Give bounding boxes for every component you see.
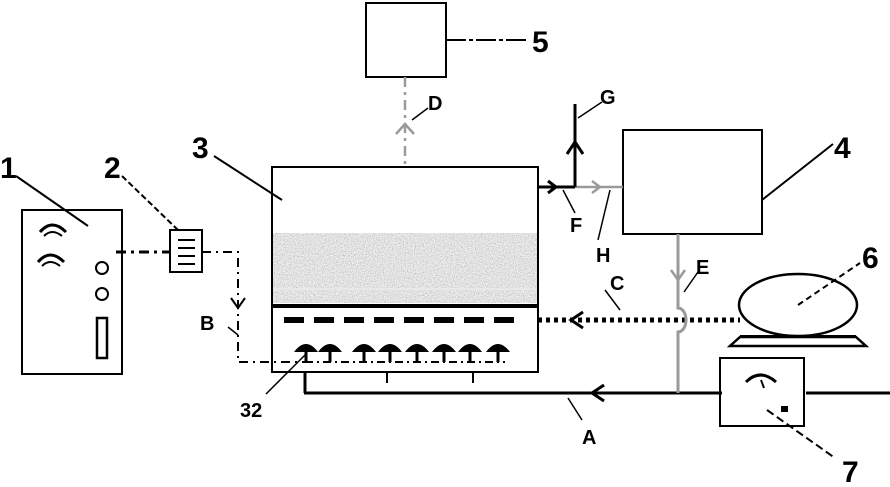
diffuser-icon [432, 344, 456, 362]
arrow-down-icon [230, 297, 246, 310]
diffuser-icon [378, 344, 402, 362]
knob-icon [95, 261, 109, 275]
leader-7 [766, 409, 836, 459]
gauge-icon [744, 373, 777, 384]
pipe-A [303, 372, 890, 403]
label-3: 3 [192, 132, 209, 165]
label-B: B [200, 313, 214, 335]
arrow-up-icon [565, 139, 585, 155]
diffuser-icon [294, 344, 318, 362]
blower-6 [726, 272, 870, 348]
device-1-controller [21, 209, 123, 375]
leader-A [567, 397, 583, 421]
arrow-left-icon [568, 310, 584, 330]
label-H: H [596, 245, 610, 267]
device-5 [365, 2, 447, 78]
leader-C [604, 289, 621, 311]
device-2 [169, 229, 203, 273]
leader-32 [265, 354, 306, 395]
label-A: A [582, 427, 596, 449]
arrow-right-icon [547, 179, 559, 195]
diffuser-icon [486, 344, 510, 362]
label-1: 1 [0, 152, 17, 185]
label-4: 4 [834, 132, 851, 165]
label-7: 7 [842, 456, 859, 487]
leader-B [227, 326, 239, 336]
media-layer [273, 233, 537, 303]
label-C: C [610, 273, 624, 295]
gauge-icon [38, 223, 68, 234]
label-2: 2 [104, 152, 121, 185]
diffuser-row [294, 344, 510, 363]
arrow-right-icon [591, 180, 603, 194]
leader-F [562, 189, 576, 214]
leader-3 [213, 155, 283, 201]
device-7-pump [719, 357, 805, 427]
label-5: 5 [532, 26, 549, 59]
label-F: F [570, 215, 582, 237]
label-G: G [600, 87, 616, 109]
leader-E [683, 271, 699, 293]
reactor-3 [271, 166, 539, 373]
label-32: 32 [240, 400, 262, 422]
leader-1 [15, 175, 89, 227]
label-D: D [428, 93, 442, 115]
display-slot [95, 316, 109, 360]
leader-G [577, 101, 603, 119]
knob-icon [95, 287, 109, 301]
arrow-left-icon [589, 383, 605, 403]
arrow-down-icon [669, 269, 687, 283]
diffuser-icon [318, 344, 342, 362]
leader-D [411, 107, 429, 121]
arrow-up-icon [395, 122, 415, 135]
diffuser-icon [405, 344, 429, 362]
diffuser-icon [352, 344, 376, 362]
leader-2 [121, 175, 179, 231]
leader-4 [761, 143, 834, 201]
leader-H [597, 189, 611, 241]
diffuser-icon [458, 344, 482, 362]
label-6: 6 [862, 242, 879, 275]
leader-6 [797, 262, 861, 306]
pipe-E [676, 234, 688, 393]
indicator-dot [781, 406, 788, 412]
label-E: E [696, 257, 709, 279]
device-4 [622, 129, 763, 235]
